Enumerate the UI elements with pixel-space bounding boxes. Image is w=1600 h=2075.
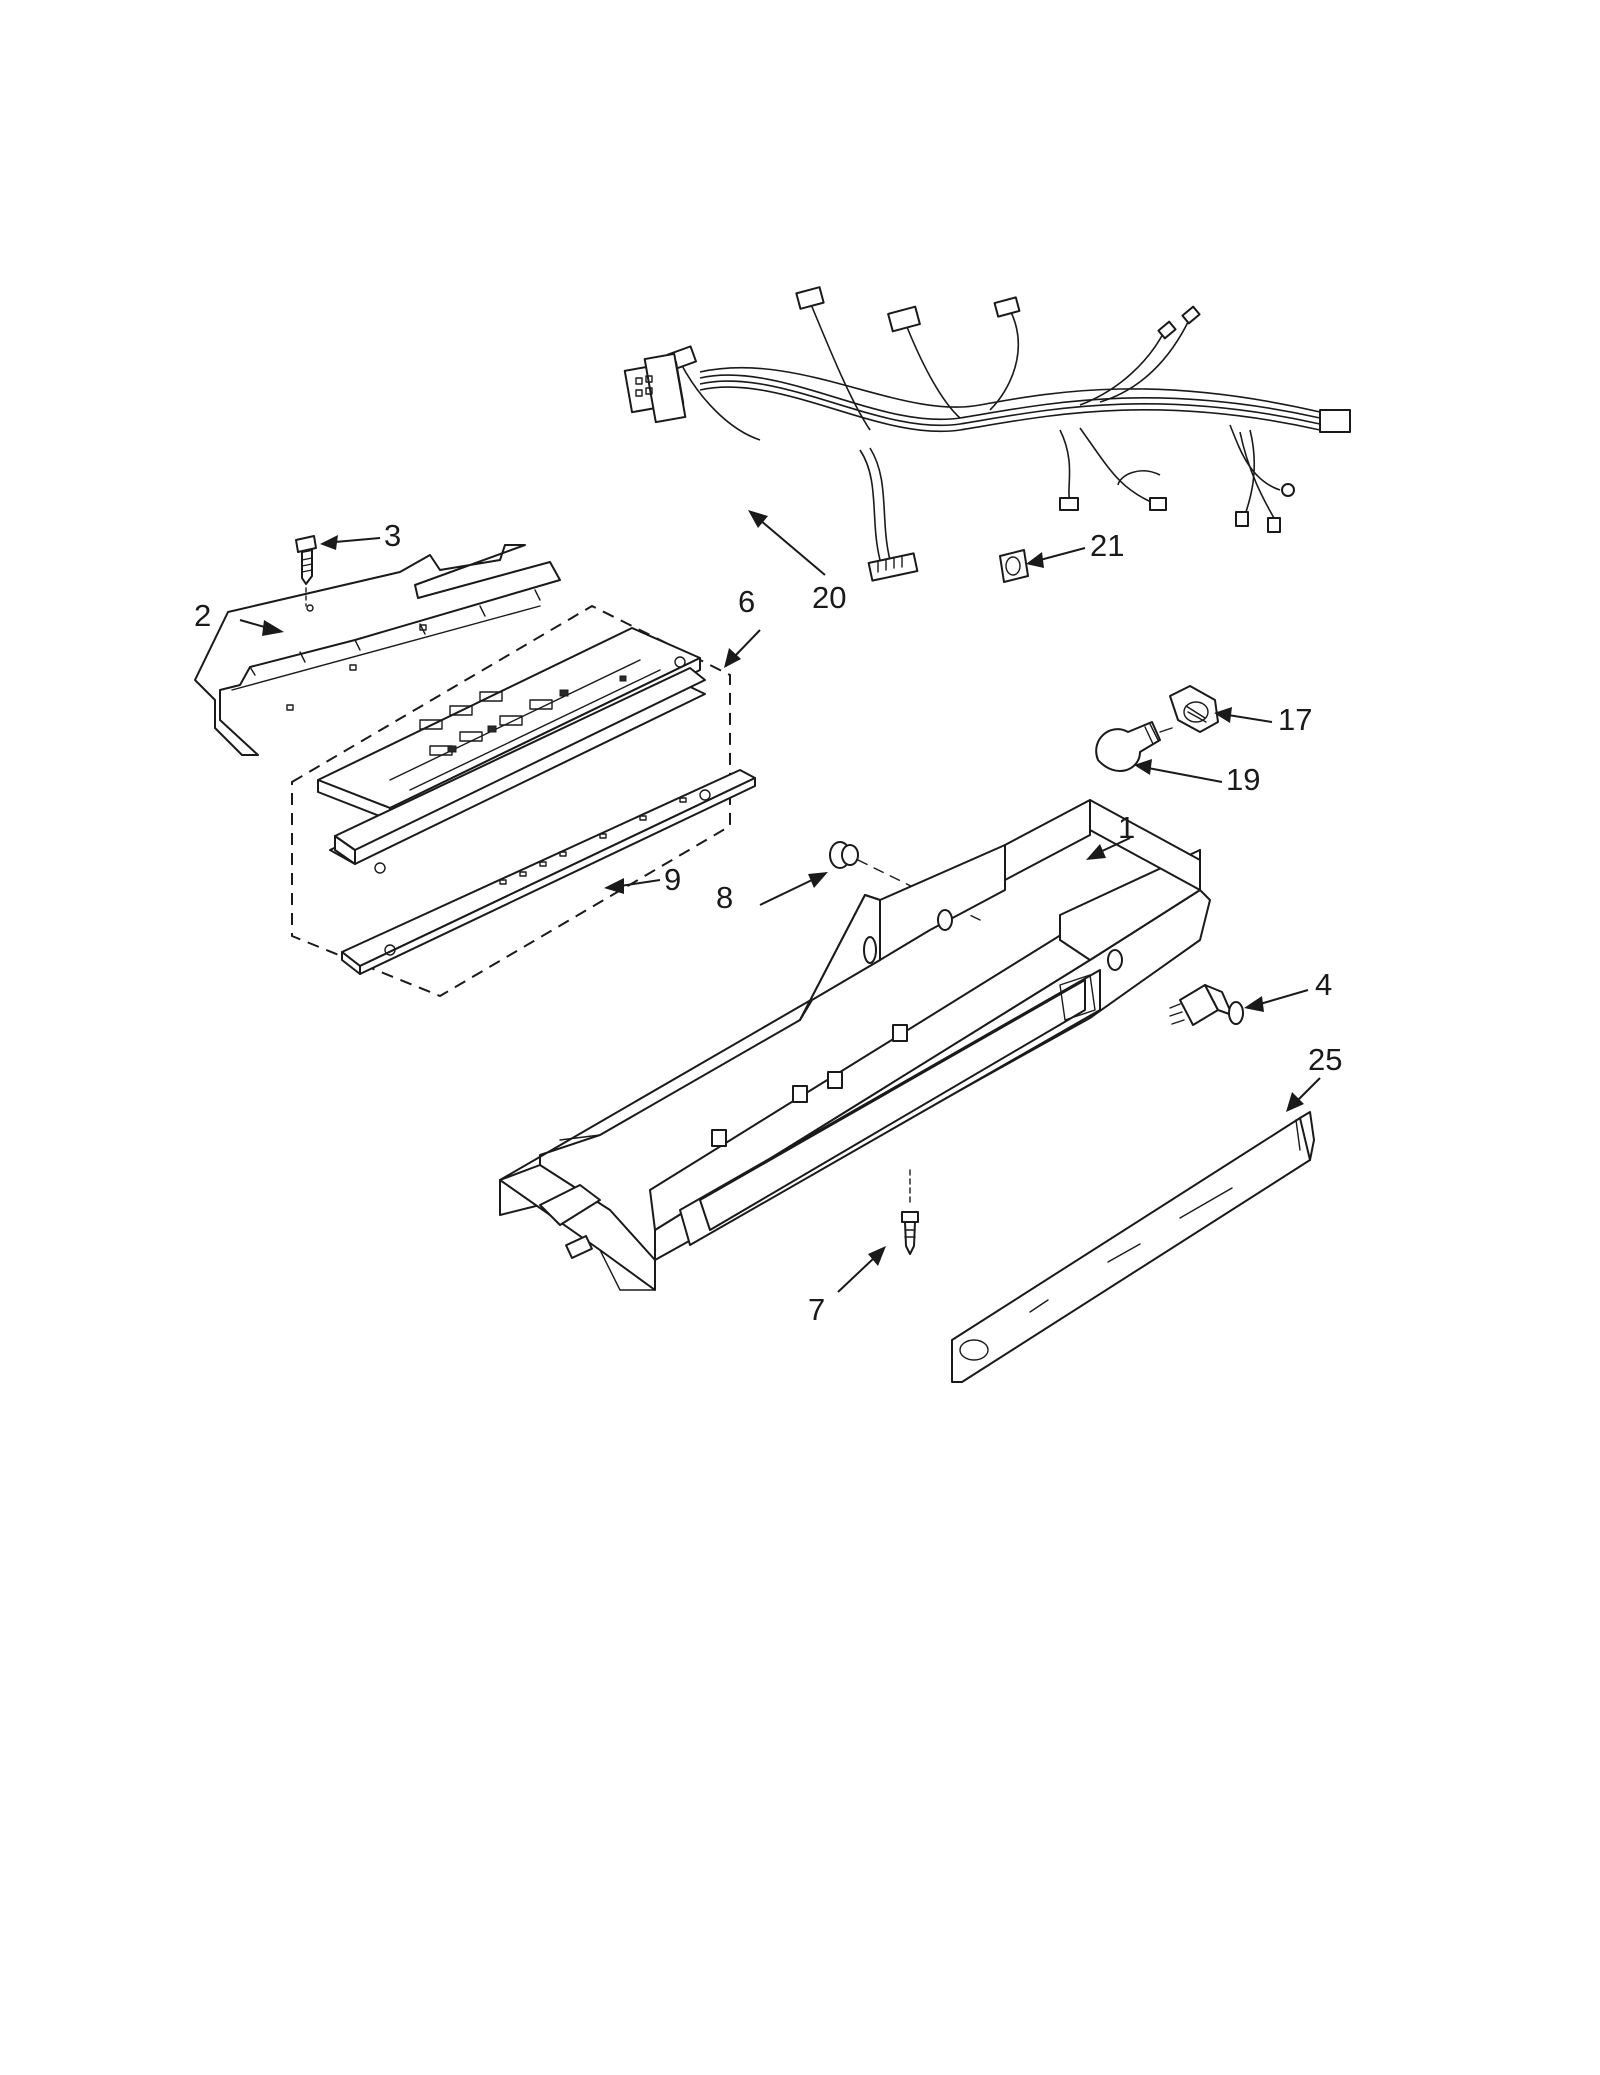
callout-21: 21 (1090, 528, 1124, 563)
callout-4: 4 (1315, 967, 1332, 1002)
screw (295, 535, 317, 607)
callout-6: 6 (738, 584, 755, 619)
callout-7: 7 (808, 1292, 825, 1327)
callout-25: 25 (1308, 1042, 1342, 1077)
callout-9: 9 (664, 862, 681, 897)
callout-19: 19 (1226, 762, 1260, 797)
callout-17: 17 (1278, 702, 1312, 737)
light-bulb (1095, 721, 1173, 772)
callout-3: 3 (384, 518, 401, 553)
connector (1267, 517, 1281, 533)
switch (1169, 984, 1244, 1026)
console-housing (499, 799, 1211, 1291)
main-connector (623, 352, 687, 424)
lamp-socket (1169, 685, 1219, 733)
connector (1157, 320, 1177, 340)
callout-20: 20 (812, 580, 846, 615)
callout-2: 2 (194, 598, 211, 633)
connector (1059, 497, 1079, 511)
shield-plate (194, 544, 561, 756)
connector (795, 286, 825, 310)
callout-8: 8 (716, 880, 733, 915)
connector (993, 296, 1021, 318)
screw (901, 1169, 919, 1255)
connector (1235, 511, 1249, 527)
callout-leaders (239, 510, 1321, 1293)
nameplate (951, 1111, 1315, 1383)
callout-labels: 1 2 3 4 6 7 8 9 17 19 20 21 25 (194, 518, 1342, 1327)
wiring-harness (623, 286, 1351, 582)
connector (887, 305, 921, 333)
control-board-assembly (291, 604, 756, 998)
callout-1: 1 (1118, 810, 1135, 845)
flat-connector (867, 552, 919, 582)
wire-clip (999, 549, 1029, 583)
connector (1149, 497, 1167, 511)
connector (1181, 305, 1201, 325)
keypad-board (341, 769, 756, 975)
connector (1319, 409, 1351, 433)
